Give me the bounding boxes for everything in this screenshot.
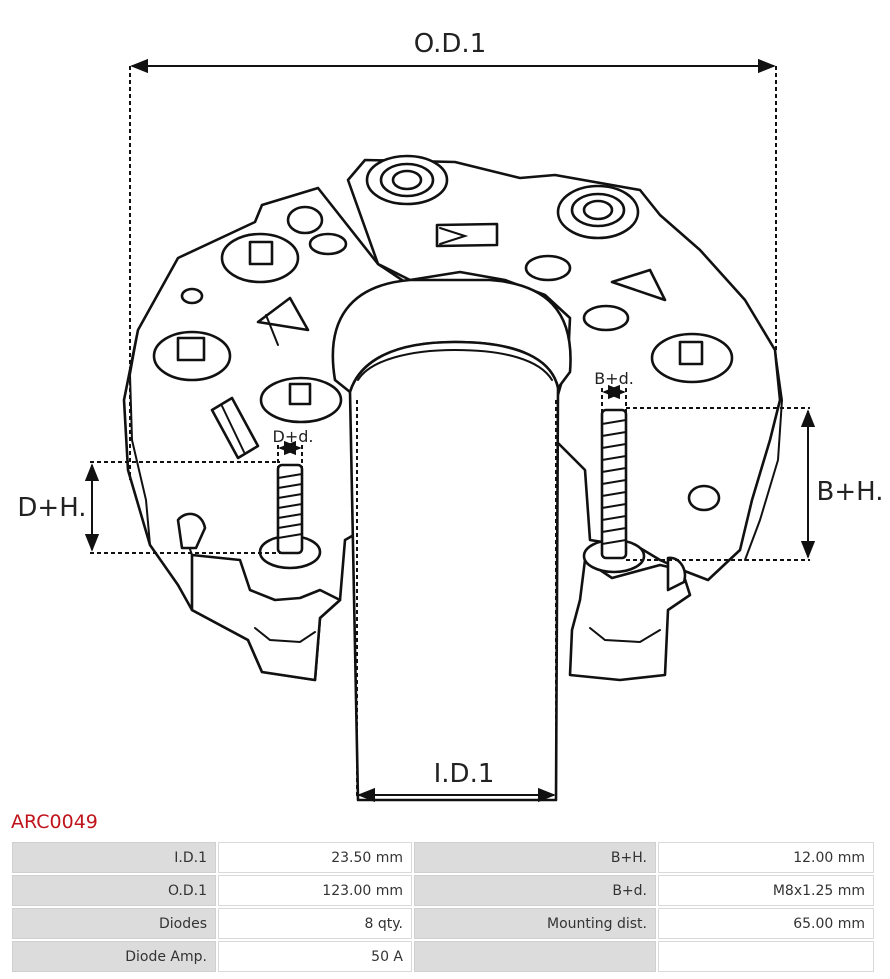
dd-label: D+d.: [273, 427, 314, 446]
table-row: Diodes 8 qty. Mounting dist. 65.00 mm: [12, 908, 874, 939]
rectifier-dimension-diagram: O.D.1 I.D.1 D+H. B+H. D+d. B+d.: [17, 29, 884, 803]
dh-label: D+H.: [17, 493, 86, 523]
bd-label: B+d.: [594, 369, 634, 388]
spec-value: 50 A: [218, 941, 412, 972]
part-code: ARC0049: [11, 811, 98, 833]
spec-value: 12.00 mm: [658, 842, 874, 873]
spec-label: Diode Amp.: [12, 941, 216, 972]
spec-value: [658, 941, 874, 972]
spec-value: 23.50 mm: [218, 842, 412, 873]
spec-label: [414, 941, 656, 972]
spec-label: O.D.1: [12, 875, 216, 906]
dimension-lines: [84, 58, 816, 803]
bh-label: B+H.: [817, 477, 884, 507]
spec-value: 65.00 mm: [658, 908, 874, 939]
specs-table: I.D.1 23.50 mm B+H. 12.00 mm O.D.1 123.0…: [10, 840, 876, 974]
id-label: I.D.1: [434, 759, 495, 789]
spec-label: B+d.: [414, 875, 656, 906]
spec-label: I.D.1: [12, 842, 216, 873]
od-label: O.D.1: [414, 29, 487, 59]
spec-label: Mounting dist.: [414, 908, 656, 939]
spec-value: 123.00 mm: [218, 875, 412, 906]
rectifier-drawing: [122, 154, 784, 802]
table-row: O.D.1 123.00 mm B+d. M8x1.25 mm: [12, 875, 874, 906]
spec-label: B+H.: [414, 842, 656, 873]
spec-label: Diodes: [12, 908, 216, 939]
spec-value: 8 qty.: [218, 908, 412, 939]
table-row: I.D.1 23.50 mm B+H. 12.00 mm: [12, 842, 874, 873]
spec-value: M8x1.25 mm: [658, 875, 874, 906]
table-row: Diode Amp. 50 A: [12, 941, 874, 972]
